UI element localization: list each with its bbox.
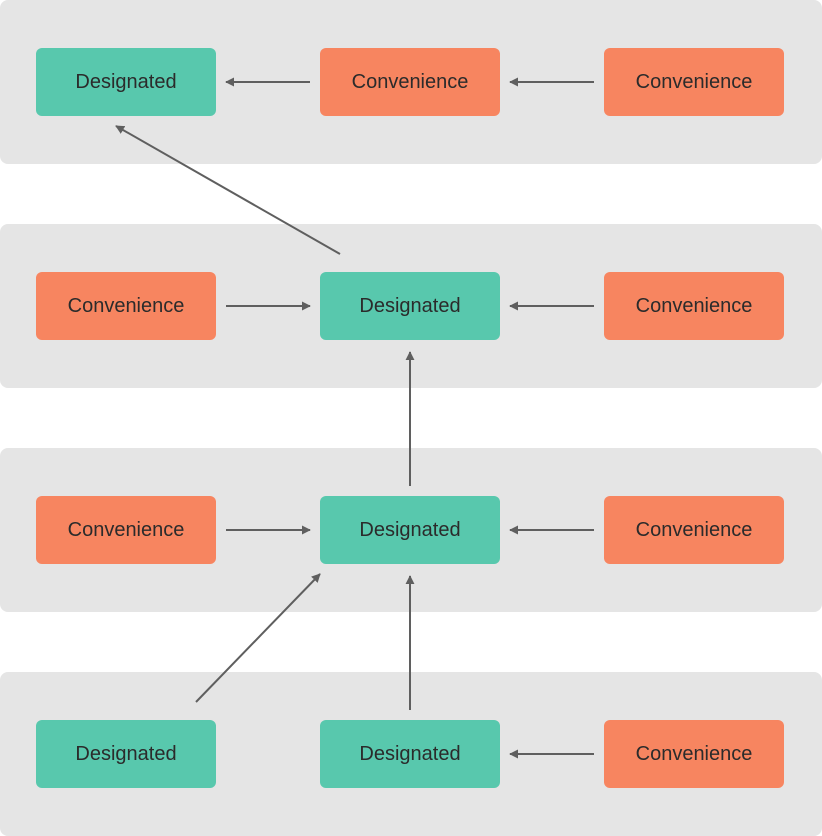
node-label: Designated — [359, 295, 460, 317]
node-label: Convenience — [68, 295, 185, 317]
node-box — [320, 720, 500, 788]
node-box — [36, 48, 216, 116]
initializer-node: Designated — [320, 720, 500, 788]
node-box — [320, 496, 500, 564]
node-label: Convenience — [636, 519, 753, 541]
delegation-arrows — [115, 77, 594, 759]
initializer-node: Designated — [36, 48, 216, 116]
initializer-node: Designated — [36, 720, 216, 788]
initializer-node: Convenience — [604, 496, 784, 564]
node-box — [604, 496, 784, 564]
node-label: Convenience — [352, 71, 469, 93]
initializer-node: Convenience — [36, 496, 216, 564]
initializer-node: Convenience — [320, 48, 500, 116]
node-label: Designated — [75, 71, 176, 93]
delegation-arrow — [195, 573, 321, 703]
node-label: Designated — [359, 519, 460, 541]
node-label: Convenience — [636, 743, 753, 765]
initializer-node: Designated — [320, 496, 500, 564]
node-box — [36, 720, 216, 788]
node-box — [604, 720, 784, 788]
initializer-node: Convenience — [36, 272, 216, 340]
initializer-node: Convenience — [604, 48, 784, 116]
node-box — [36, 496, 216, 564]
node-box — [320, 272, 500, 340]
node-label: Convenience — [68, 519, 185, 541]
node-label: Convenience — [636, 295, 753, 317]
initializer-node: Designated — [320, 272, 500, 340]
node-box — [36, 272, 216, 340]
node-label: Designated — [359, 743, 460, 765]
node-box — [604, 48, 784, 116]
initializer-node: Convenience — [604, 720, 784, 788]
node-label: Designated — [75, 743, 176, 765]
initializer-node: Convenience — [604, 272, 784, 340]
node-label: Convenience — [636, 71, 753, 93]
node-box — [604, 272, 784, 340]
delegation-arrow — [115, 125, 341, 255]
node-box — [320, 48, 500, 116]
